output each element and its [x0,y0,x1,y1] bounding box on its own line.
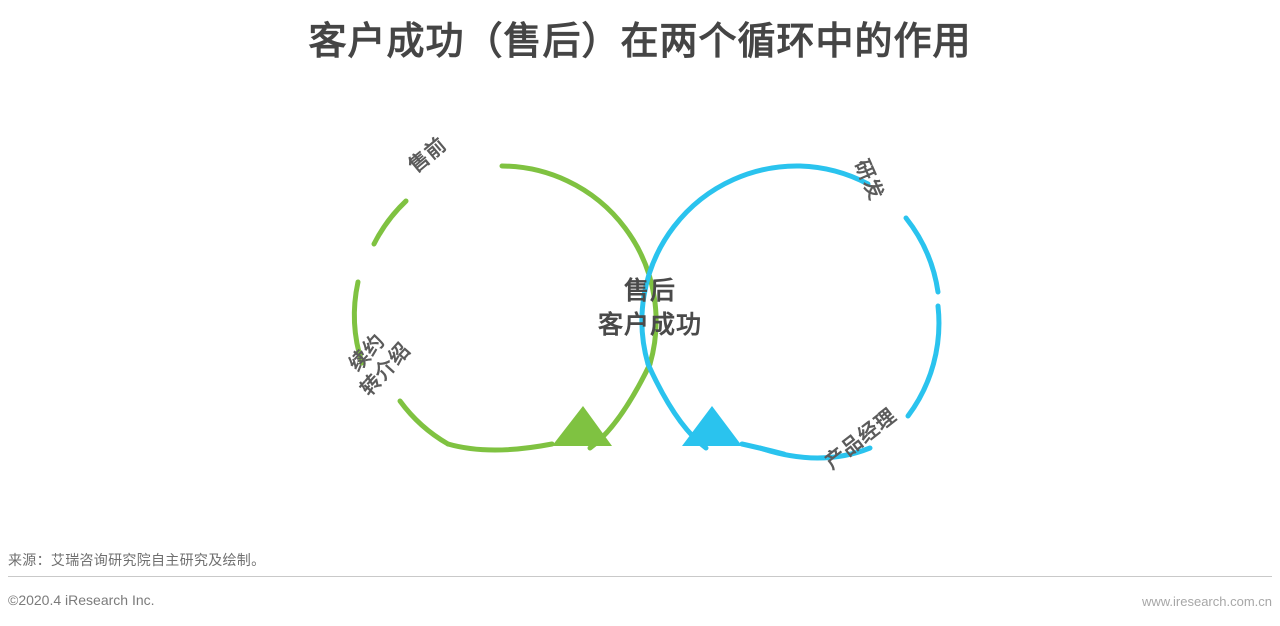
right-cycle-cyan [639,163,942,461]
green-arc-bottom-left [397,398,451,447]
website-url: www.iresearch.com.cn [1141,594,1272,609]
green-arc-upper-left [371,198,409,247]
cyan-arc-right [905,303,942,419]
cyan-arc-top [797,163,871,187]
cyan-arc-bottom-join [739,441,787,457]
source-note: 来源：艾瑞咨询研究院自主研究及绘制。 [8,552,266,568]
cyan-arrowhead-icon [682,406,742,446]
copyright-text: ©2020.4 iResearch Inc. [8,592,155,608]
green-arc-bottom [445,441,555,453]
cyan-arc-top-left [639,163,803,367]
center-node-line1: 售后 [623,277,676,305]
green-arc-top-right [499,163,659,367]
green-arrowhead-icon [552,406,612,446]
page-title: 客户成功（售后）在两个循环中的作用 [308,21,972,63]
center-node-label: 售后 客户成功 [555,274,745,342]
diagram-svg [351,163,942,461]
cyan-arc-upper-right [903,215,941,295]
footer-divider [8,576,1272,577]
center-node-line2: 客户成功 [597,311,702,339]
cycle-diagram: 售后 客户成功 售前 续约 转介绍 研发 产品经理 [0,96,1280,516]
green-arc-left [351,279,365,366]
left-cycle-green [351,163,659,453]
